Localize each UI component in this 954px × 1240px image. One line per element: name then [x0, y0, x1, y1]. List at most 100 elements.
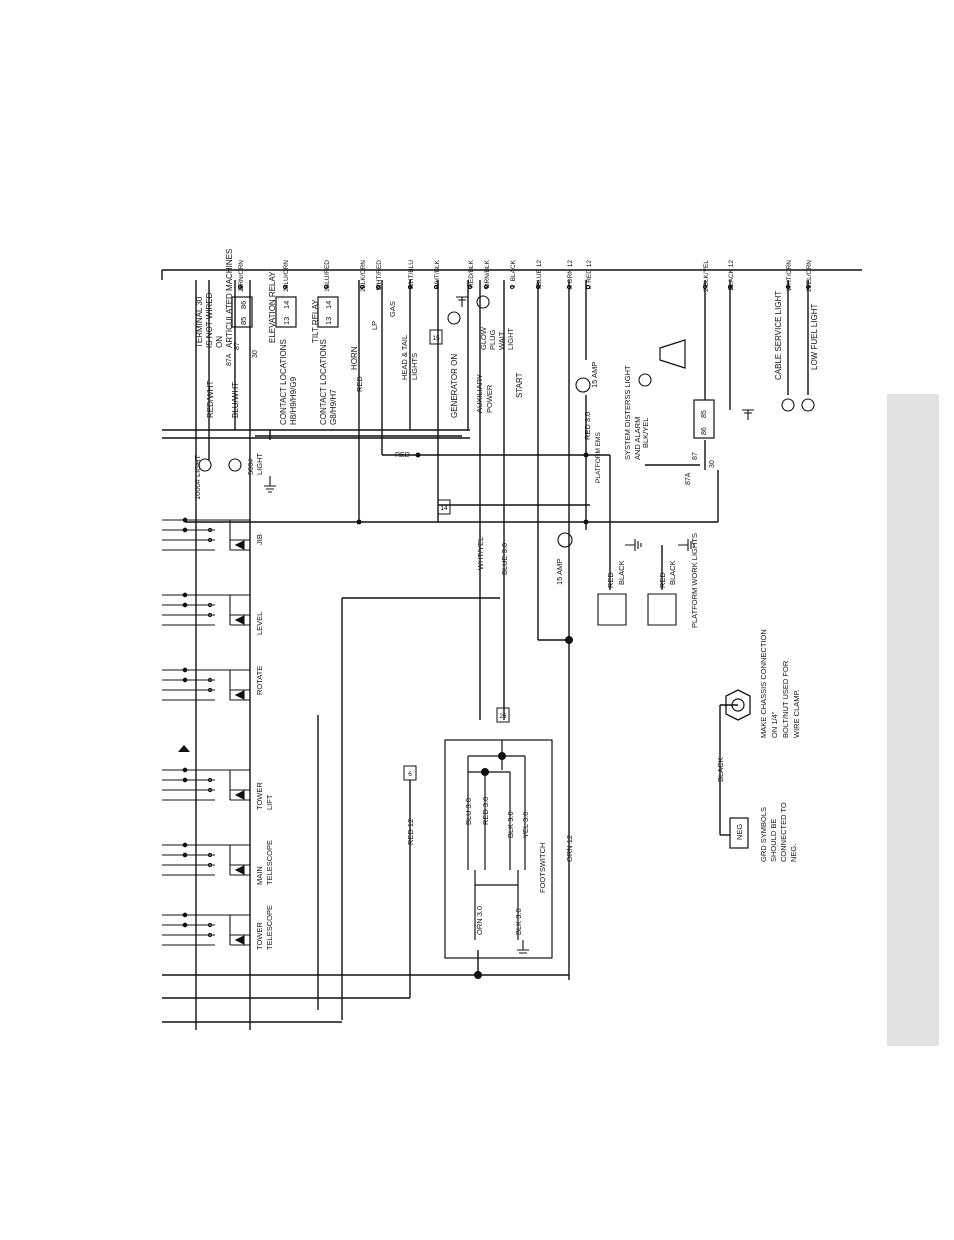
- fs-blu-label: BLU 3.0: [464, 798, 473, 825]
- function-switch-cell: [162, 592, 250, 626]
- small-boxes: [403, 329, 749, 849]
- work-light-icons: [597, 593, 677, 626]
- terminal-pin: [483, 284, 489, 290]
- terminal-wire-label: WHT/BLK: [434, 259, 441, 289]
- junction-dots: [356, 452, 589, 979]
- terminal-wire-label: BLK/ORN: [360, 260, 367, 289]
- relay-pin-13b: 13: [324, 317, 333, 325]
- terminal-number: 25: [807, 284, 813, 291]
- box-26-label: 26: [499, 713, 507, 720]
- lamp-icon: [447, 311, 461, 325]
- function-switch-cell: [162, 842, 250, 876]
- function-label-tower-lift: TOWERLIFT: [255, 782, 274, 810]
- terminal30-note: TERMINAL 30IS NOT WIREDONARTICULATED MAC…: [195, 249, 234, 348]
- lamp-icon: [557, 532, 573, 548]
- terminal-wire-label: WHT/BLU: [408, 260, 415, 290]
- work-light-black-2: BLACK: [668, 560, 677, 585]
- alarm-horn-icon: [659, 339, 686, 369]
- terminal-pin: [407, 284, 413, 290]
- function-switch-cell: [162, 912, 250, 946]
- ground-icon: [742, 409, 754, 420]
- terminal-pin: [237, 284, 243, 290]
- lamp-icon: [638, 373, 652, 387]
- fs-red-label: RED 3.0: [481, 797, 490, 825]
- lamp-icon: [781, 398, 795, 412]
- function-bank: [162, 517, 250, 946]
- relay-pin-14a: 14: [282, 301, 291, 309]
- lp-label: LP: [370, 321, 379, 330]
- ground-icon: [625, 539, 642, 551]
- horn-label: HORN: [350, 346, 359, 370]
- lamp-icon: [575, 377, 591, 393]
- lamp-icon: [228, 458, 242, 472]
- lamp-icon: [476, 295, 490, 309]
- generator-on-label: GENERATOR ON: [450, 354, 459, 418]
- fs-orn-label: ORN 3.0: [475, 906, 484, 935]
- terminal-wire-label: RED 12: [586, 260, 593, 283]
- glow-plug-label: GLOWPLUGWAITLIGHT: [479, 326, 515, 350]
- terminal-wire-label: YEL/ORN: [806, 260, 813, 289]
- cable-service-label: CABLE SERVICE LIGHT: [774, 291, 783, 380]
- gas-label: GAS: [388, 301, 397, 317]
- tilt-relay-label: TILT RELAY: [311, 299, 320, 343]
- terminal-number: 13: [325, 284, 331, 291]
- terminal-pin: [585, 284, 591, 290]
- chassis-nut-icon: [725, 689, 751, 721]
- relay-pin-87a: 87A: [226, 353, 233, 366]
- terminal-wire-label: BLU/RED: [324, 260, 331, 288]
- auxiliary-power-label: AUXILIARYPOWER: [475, 374, 494, 413]
- elevation-relay-label: ELEVATION RELAY: [268, 271, 277, 343]
- blue-3-label: BLUE 3.0: [500, 543, 509, 575]
- relay-pin-13a: 13: [282, 317, 291, 325]
- grd-note: GRD SYMBOLSSHOULD BECONNECTED TONEG.: [759, 802, 798, 862]
- blu-wht-label: BLU/WHT: [231, 382, 240, 418]
- relay2-pin-86: 86: [701, 427, 708, 435]
- terminal-pin: [375, 284, 381, 290]
- fs-blk2-label: BLK 3.0: [514, 908, 523, 935]
- function-label-main-telescope: MAINTELESCOPE: [255, 840, 274, 885]
- terminal-wire-label: BRN/ORN: [238, 260, 245, 290]
- terminal-wire-label: BLU/ORN: [283, 260, 290, 289]
- ground-icon: [678, 539, 695, 551]
- terminal-pin: [805, 284, 811, 290]
- terminal-number: 27: [704, 284, 710, 291]
- ground-icon: [456, 296, 468, 307]
- terminal-pin: [535, 284, 541, 290]
- relay2-pin-87a: 87A: [685, 472, 692, 485]
- orn-12-label: ORN 12: [565, 835, 574, 862]
- work-light-black-1: BLACK: [617, 560, 626, 585]
- lamp-icons: [198, 295, 815, 548]
- lamp-icon: [801, 398, 815, 412]
- red-3-label: RED 3.0: [583, 412, 592, 440]
- lamp-icon: [198, 458, 212, 472]
- function-switch-cell: [162, 667, 250, 701]
- terminal-number: 22: [361, 284, 367, 291]
- terminal-wire-label: BLACK 12: [728, 260, 735, 291]
- ground-icons: [264, 296, 754, 954]
- work-light-icon: [597, 593, 627, 626]
- terminal-number: 1: [511, 284, 517, 288]
- terminal-wire-label: BLACK: [510, 259, 517, 281]
- low-fuel-label: LOW FUEL LIGHT: [810, 304, 819, 370]
- red-mid-label: RED: [395, 452, 410, 459]
- relay-pin-86: 86: [239, 301, 248, 309]
- elevation-relay-box: [231, 296, 715, 439]
- terminal-wire-label: ORN 12: [567, 260, 574, 284]
- terminal-number: 25: [239, 284, 245, 291]
- fs-yel-label: YEL 3.0: [521, 812, 530, 838]
- blk-yel-label: BLK/YEL: [641, 418, 650, 448]
- black-ground-label: BLACK: [716, 757, 725, 782]
- relay2-pin-30: 30: [709, 460, 716, 468]
- ground-icon: [517, 940, 529, 954]
- relay-pin-30: 30: [252, 350, 259, 358]
- fs-blk-label: BLK 3.0: [506, 811, 515, 838]
- relay2-pin-87: 87: [692, 452, 699, 460]
- function-label-jib: JIB: [255, 534, 264, 545]
- work-light-icon: [647, 593, 677, 626]
- side-tab: [887, 394, 939, 1046]
- terminal-number: 7: [469, 284, 475, 288]
- platform-work-lights-label: PLATFORM WORK LIGHTS: [690, 533, 699, 628]
- contact-locations-1: CONTACT LOCATIONSH8/H9/H9/G9: [279, 339, 298, 425]
